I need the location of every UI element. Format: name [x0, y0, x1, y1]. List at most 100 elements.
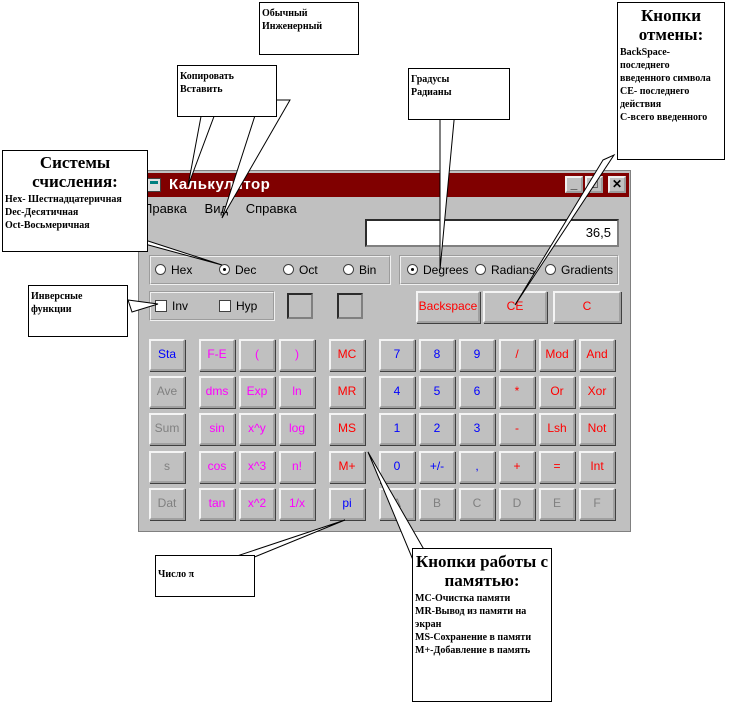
radio-dot-oct — [283, 264, 294, 275]
radio-dot-bin — [343, 264, 354, 275]
key-sta-button[interactable]: Sta — [149, 339, 185, 371]
radio-gradients[interactable]: Gradients — [545, 263, 613, 277]
key-sym39-button[interactable]: = — [539, 451, 575, 483]
key-e-button[interactable]: E — [539, 488, 575, 520]
key-1-button[interactable]: 1 — [379, 413, 415, 445]
radio-bin[interactable]: Bin — [343, 263, 376, 277]
key-int-button[interactable]: Int — [579, 451, 615, 483]
backspace-button[interactable]: Backspace — [416, 291, 480, 323]
key-x2-button[interactable]: x^2 — [239, 488, 275, 520]
calculator-window: Калькулятор _ □ ✕ Правка Вид Справка 36,… — [138, 170, 631, 532]
key-mod-button[interactable]: Mod — [539, 339, 575, 371]
calculator-app-icon — [147, 178, 161, 192]
key-sym37-button[interactable]: , — [459, 451, 495, 483]
close-button[interactable]: ✕ — [608, 176, 626, 193]
window-title: Калькулятор — [169, 176, 271, 193]
callout-cancel: Кнопки отмены: BackSpace- последнего вве… — [617, 2, 725, 160]
key-xy-button[interactable]: x^y — [239, 413, 275, 445]
radio-dot-degrees — [407, 264, 418, 275]
key-tan-button[interactable]: tan — [199, 488, 235, 520]
function-options-group: Inv Hyp — [149, 291, 275, 321]
key-9-button[interactable]: 9 — [459, 339, 495, 371]
key-sym08-button[interactable]: / — [499, 339, 535, 371]
key-fe-button[interactable]: F-E — [199, 339, 235, 371]
key-sym36-button[interactable]: +/- — [419, 451, 455, 483]
callout-systems: Системы счисления: Hex- Шестнадцатерична… — [2, 150, 148, 252]
key-pi-button[interactable]: pi — [329, 488, 365, 520]
radio-oct[interactable]: Oct — [283, 263, 318, 277]
memory-indicator — [287, 293, 313, 319]
key-xor-button[interactable]: Xor — [579, 376, 615, 408]
key-mc-button[interactable]: MC — [329, 339, 365, 371]
key-sym28-button[interactable]: - — [499, 413, 535, 445]
ce-button[interactable]: CE — [483, 291, 547, 323]
key-n-button[interactable]: n! — [279, 451, 315, 483]
key-x3-button[interactable]: x^3 — [239, 451, 275, 483]
checkbox-box-inv — [155, 300, 167, 312]
menu-help[interactable]: Справка — [245, 201, 297, 216]
key-d-button[interactable]: D — [499, 488, 535, 520]
menu-view[interactable]: Вид — [204, 201, 229, 216]
key-lsh-button[interactable]: Lsh — [539, 413, 575, 445]
key-6-button[interactable]: 6 — [459, 376, 495, 408]
callout-memory: Кнопки работы с памятью: MC-Очистка памя… — [412, 548, 552, 702]
key-ms-button[interactable]: MS — [329, 413, 365, 445]
menu-bar: Правка Вид Справка — [143, 201, 311, 219]
result-display: 36,5 — [365, 219, 619, 247]
key-s-button[interactable]: s — [149, 451, 185, 483]
key-sym02-button[interactable]: ( — [239, 339, 275, 371]
key-1x-button[interactable]: 1/x — [279, 488, 315, 520]
key-sym38-button[interactable]: + — [499, 451, 535, 483]
key-exp-button[interactable]: Exp — [239, 376, 275, 408]
key-a-button[interactable]: A — [379, 488, 415, 520]
radio-radians[interactable]: Radians — [475, 263, 535, 277]
checkbox-hyp[interactable]: Hyp — [219, 299, 257, 313]
checkbox-box-hyp — [219, 300, 231, 312]
radio-degrees[interactable]: Degrees — [407, 263, 468, 277]
key-ave-button[interactable]: Ave — [149, 376, 185, 408]
key-sin-button[interactable]: sin — [199, 413, 235, 445]
key-sum-button[interactable]: Sum — [149, 413, 185, 445]
title-bar[interactable]: Калькулятор _ □ ✕ — [141, 173, 629, 197]
key-and-button[interactable]: And — [579, 339, 615, 371]
key-sym18-button[interactable]: * — [499, 376, 535, 408]
key-7-button[interactable]: 7 — [379, 339, 415, 371]
key-3-button[interactable]: 3 — [459, 413, 495, 445]
callout-inverse: Инверсные функции — [28, 285, 128, 337]
menu-edit[interactable]: Правка — [143, 201, 187, 216]
maximize-button[interactable]: □ — [585, 176, 603, 193]
key-5-button[interactable]: 5 — [419, 376, 455, 408]
radio-dot-dec — [219, 264, 230, 275]
key-2-button[interactable]: 2 — [419, 413, 455, 445]
key-b-button[interactable]: B — [419, 488, 455, 520]
parenthesis-indicator — [337, 293, 363, 319]
key-c-button[interactable]: C — [459, 488, 495, 520]
key-0-button[interactable]: 0 — [379, 451, 415, 483]
key-4-button[interactable]: 4 — [379, 376, 415, 408]
key-m-button[interactable]: M+ — [329, 451, 365, 483]
callout-pi: Число π — [155, 555, 255, 597]
key-8-button[interactable]: 8 — [419, 339, 455, 371]
radio-dot-gradients — [545, 264, 556, 275]
radio-dec[interactable]: Dec — [219, 263, 256, 277]
radio-dot-radians — [475, 264, 486, 275]
checkbox-inv[interactable]: Inv — [155, 299, 188, 313]
key-mr-button[interactable]: MR — [329, 376, 365, 408]
key-f-button[interactable]: F — [579, 488, 615, 520]
key-ln-button[interactable]: ln — [279, 376, 315, 408]
number-base-group: Hex Dec Oct Bin — [149, 255, 391, 285]
minimize-button[interactable]: _ — [565, 176, 583, 193]
key-or-button[interactable]: Or — [539, 376, 575, 408]
key-dat-button[interactable]: Dat — [149, 488, 185, 520]
radio-dot-hex — [155, 264, 166, 275]
key-dms-button[interactable]: dms — [199, 376, 235, 408]
key-cos-button[interactable]: cos — [199, 451, 235, 483]
radio-hex[interactable]: Hex — [155, 263, 192, 277]
key-log-button[interactable]: log — [279, 413, 315, 445]
key-sym03-button[interactable]: ) — [279, 339, 315, 371]
c-button[interactable]: C — [553, 291, 621, 323]
key-not-button[interactable]: Not — [579, 413, 615, 445]
